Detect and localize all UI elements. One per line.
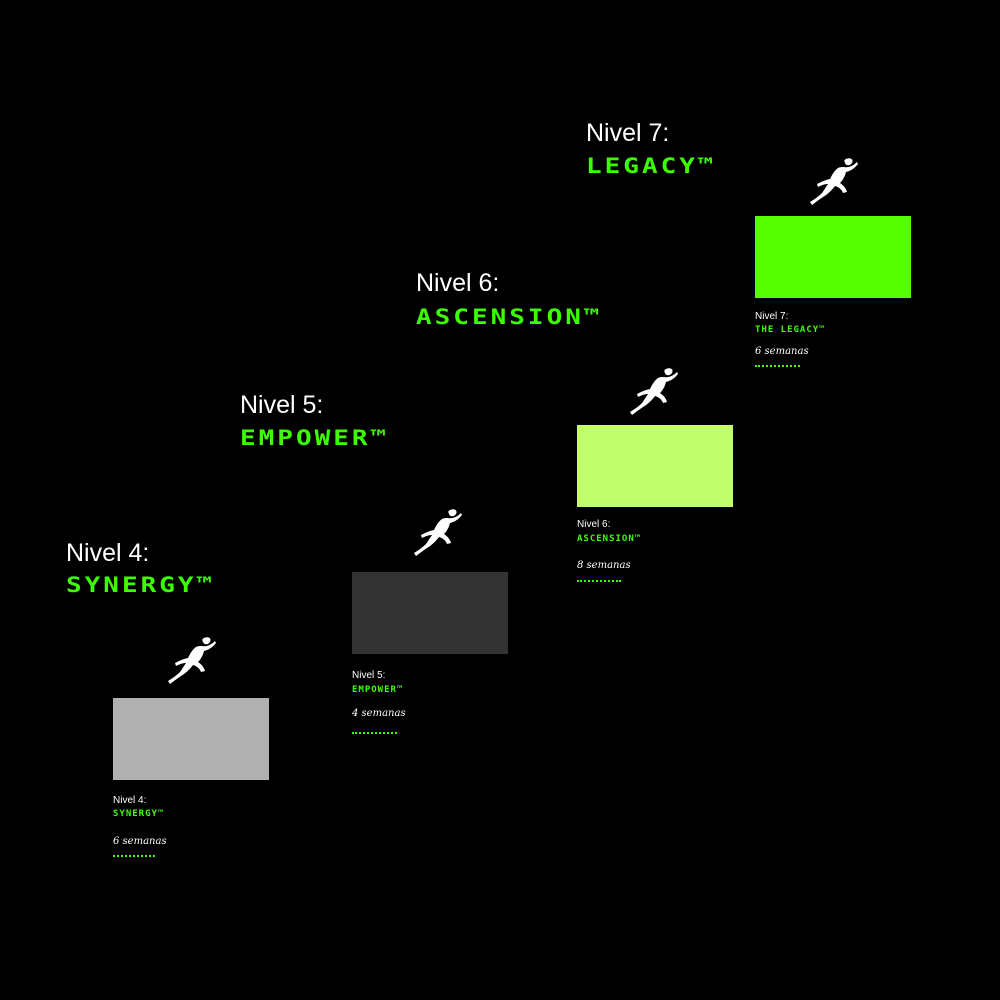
level-4-card-name: SYNERGY™	[113, 809, 165, 819]
level-7-title: Nivel 7:	[586, 119, 670, 147]
level-5-title: Nivel 5:	[240, 391, 324, 419]
level-5-card[interactable]	[352, 572, 508, 654]
level-4-card[interactable]	[113, 698, 269, 780]
level-4-duration: 6 semanas	[113, 836, 167, 847]
running-figure-icon	[810, 156, 858, 206]
level-5-name: EMPOWER™	[240, 426, 390, 451]
level-6-title: Nivel 6:	[416, 269, 500, 297]
level-4-card-title: Nivel 4:	[113, 795, 147, 806]
level-6-dotted-divider	[577, 580, 621, 582]
level-5-card-name: EMPOWER™	[352, 685, 404, 695]
level-4-name: SYNERGY™	[66, 573, 216, 598]
level-7-card[interactable]	[755, 216, 911, 298]
level-7-name: LEGACY™	[586, 154, 717, 179]
level-6-card-title: Nivel 6:	[577, 519, 611, 530]
level-6-card[interactable]	[577, 425, 733, 507]
level-6-name: ASCENSION™	[416, 305, 603, 330]
level-6-card-name: ASCENSION™	[577, 534, 642, 544]
level-7-dotted-divider	[755, 365, 800, 367]
running-figure-icon	[168, 635, 216, 685]
level-5-dotted-divider	[352, 732, 397, 734]
running-figure-icon	[414, 507, 462, 557]
level-4-title: Nivel 4:	[66, 539, 150, 567]
level-5-card-title: Nivel 5:	[352, 670, 386, 681]
level-4-dotted-divider	[113, 855, 155, 857]
level-6-duration: 8 semanas	[577, 560, 631, 571]
level-7-duration: 6 semanas	[755, 346, 809, 357]
running-figure-icon	[630, 366, 678, 416]
level-7-card-name: THE LEGACY™	[755, 325, 826, 335]
level-5-duration: 4 semanas	[352, 708, 406, 719]
level-7-card-title: Nivel 7:	[755, 311, 789, 322]
